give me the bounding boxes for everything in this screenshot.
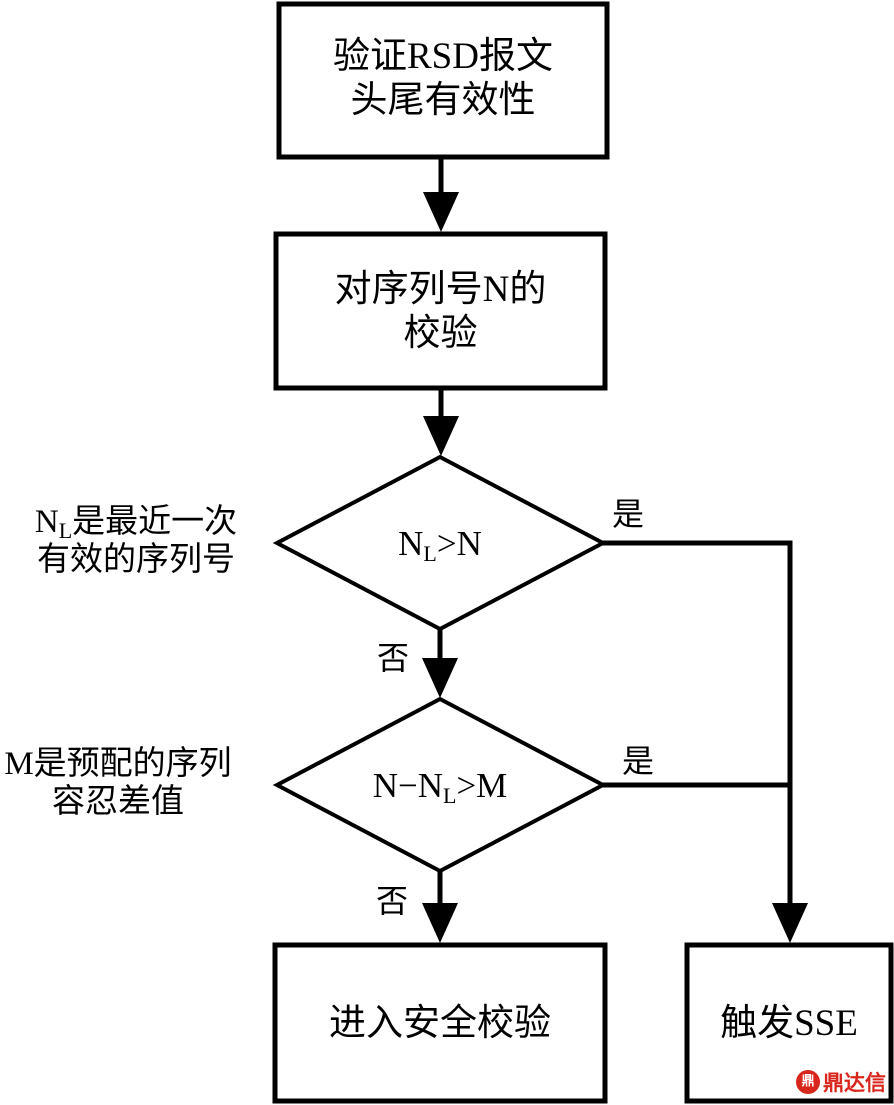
nl-var: N [34,504,59,540]
nl-subscript: L [58,518,73,543]
annotation-nl-note: NL是最近一次 有效的序列号 [0,503,272,579]
node-check-seq-box [273,231,608,391]
node-decision1: NL>N [330,522,550,566]
node-enter-security-box [272,942,608,1104]
node-verify-header-line1: 验证RSD报文 [333,36,553,77]
annotation-nl-line2: 有效的序列号 [37,542,235,578]
nl-line1-rest: 是最近一次 [72,504,238,540]
watermark-text: 鼎达信 [823,1071,886,1095]
edge-label-d1-yes: 是 [612,496,645,532]
decision1-rest: >N [436,524,482,563]
arrowhead-icon [772,903,808,943]
node-decision2: N−NL>M [320,764,560,808]
edge-label-d2-no: 否 [376,883,409,919]
node-verify-header-box [276,1,610,160]
decision2-var: N−N [372,766,443,805]
node-check-seq: 对序列号N的 校验 [276,268,605,356]
node-verify-header: 验证RSD报文 头尾有效性 [279,35,607,123]
arrowhead-icon [422,658,458,698]
node-check-seq-line1: 对序列号N的 [334,269,547,310]
node-verify-header-line2: 头尾有效性 [350,80,536,121]
edge-decision1-yes [603,540,793,905]
decision2-rest: >M [456,766,508,805]
edge-label-d1-no: 否 [377,640,410,676]
edge-label-d2-yes: 是 [622,743,655,779]
annotation-nl-line1: NL是最近一次 [0,503,272,543]
annotation-m-note: M是预配的序列 容忍差值 [0,745,236,821]
node-enter-security: 进入安全校验 [329,1003,551,1044]
annotation-m-line2: 容忍差值 [52,784,184,820]
watermark-logo-icon: 鼎 [796,1070,820,1094]
node-check-seq-line2: 校验 [403,313,478,354]
arrowhead-icon [423,416,459,456]
decision1-var: N [398,524,424,563]
decision2-subscript: L [442,783,457,808]
node-trigger-sse: 触发SSE [720,1003,858,1044]
node-trigger-sse-box [684,942,894,1104]
arrowhead-icon [423,192,459,232]
decision1-subscript: L [423,541,437,566]
watermark: 鼎 鼎达信 [796,1067,886,1097]
arrowhead-icon [422,903,458,943]
annotation-m-line1: M是预配的序列 [4,746,232,782]
